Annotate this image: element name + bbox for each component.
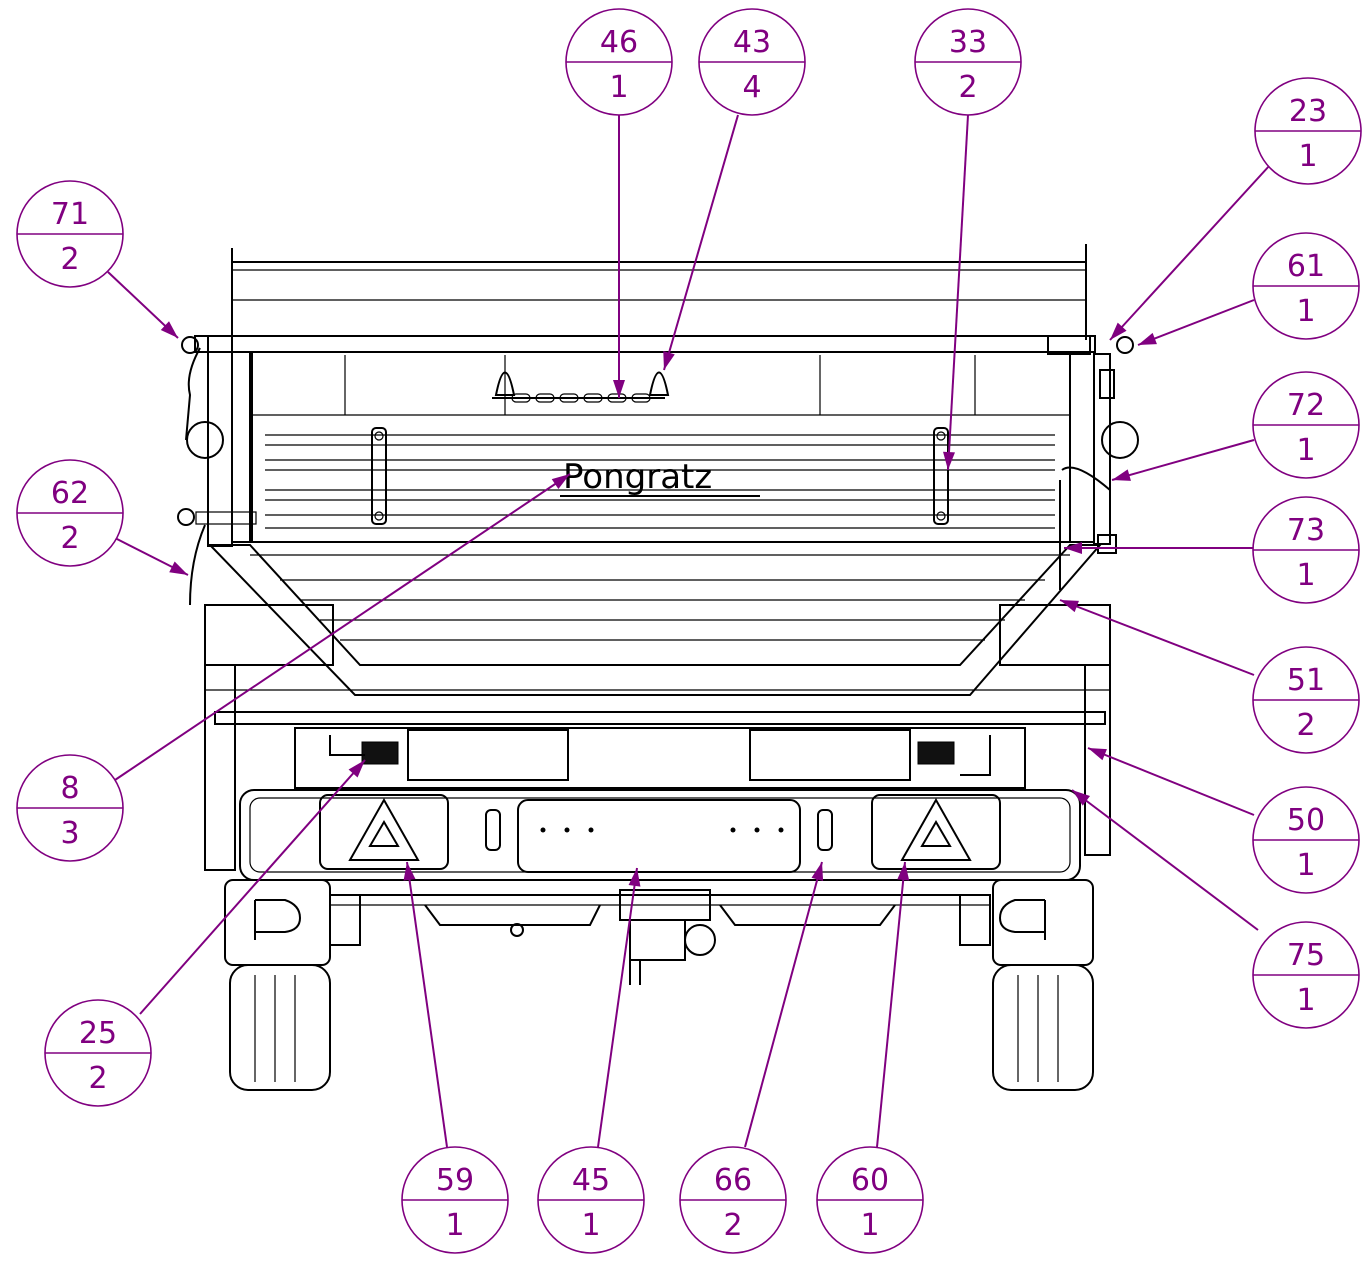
balloon-item-25: 252 — [44, 999, 152, 1107]
leader-arrowhead-33 — [943, 451, 956, 470]
leader-arrowhead-8 — [551, 474, 570, 490]
balloon-quantity: 2 — [60, 521, 79, 556]
balloon-item-8: 83 — [16, 754, 124, 862]
balloon-item-72: 721 — [1252, 371, 1360, 479]
balloon-item-number: 8 — [60, 771, 79, 806]
leader-line-43 — [663, 114, 739, 371]
leader-arrowhead-61 — [1138, 332, 1157, 345]
balloon-item-number: 66 — [714, 1163, 752, 1198]
balloon-item-number: 61 — [1287, 249, 1325, 284]
balloon-item-number: 73 — [1287, 513, 1325, 548]
leader-arrowhead-59 — [403, 862, 416, 881]
leader-arrowhead-75 — [1072, 790, 1090, 806]
balloon-item-33: 332 — [914, 8, 1022, 116]
brand-logo-text: Pongratz — [563, 457, 712, 497]
balloon-item-number: 50 — [1287, 803, 1325, 838]
balloon-quantity: 1 — [1296, 558, 1315, 593]
balloon-quantity: 1 — [1296, 433, 1315, 468]
balloon-quantity: 2 — [60, 242, 79, 277]
leader-line-72 — [1111, 439, 1255, 481]
balloon-item-number: 51 — [1287, 663, 1325, 698]
leader-arrowhead-25 — [348, 760, 365, 778]
leader-line-75 — [1071, 789, 1259, 931]
leader-line-8 — [114, 473, 571, 781]
leader-line-66 — [744, 861, 823, 1148]
balloon-quantity: 2 — [958, 70, 977, 105]
leader-arrowhead-50 — [1088, 748, 1107, 761]
balloon-quantity: 1 — [445, 1208, 464, 1243]
balloon-quantity: 2 — [1296, 708, 1315, 743]
balloon-item-46: 461 — [565, 8, 673, 116]
balloon-quantity: 1 — [1296, 983, 1315, 1018]
leader-line-59 — [406, 861, 448, 1148]
leader-line-45 — [597, 867, 638, 1148]
balloon-quantity: 1 — [1296, 848, 1315, 883]
balloon-item-number: 72 — [1287, 388, 1325, 423]
leader-line-33 — [947, 114, 969, 471]
balloon-item-number: 33 — [949, 25, 987, 60]
leader-line-23 — [1109, 164, 1271, 341]
balloon-quantity: 4 — [742, 70, 761, 105]
balloon-item-73: 731 — [1252, 496, 1360, 604]
balloon-item-66: 662 — [679, 1146, 787, 1254]
leader-arrowhead-71 — [160, 321, 178, 338]
balloon-item-number: 60 — [851, 1163, 889, 1198]
balloon-quantity: 1 — [1298, 139, 1317, 174]
balloon-item-number: 43 — [733, 25, 771, 60]
balloon-item-number: 25 — [79, 1016, 117, 1051]
leader-arrowhead-72 — [1112, 469, 1131, 481]
balloon-item-number: 23 — [1289, 94, 1327, 129]
balloon-item-number: 71 — [51, 197, 89, 232]
leader-arrowhead-43 — [663, 351, 675, 370]
balloon-item-75: 751 — [1252, 921, 1360, 1029]
balloon-item-71: 712 — [16, 180, 124, 288]
leader-line-60 — [876, 861, 906, 1148]
balloon-item-61: 611 — [1252, 232, 1360, 340]
leader-arrowhead-73 — [1064, 542, 1082, 554]
balloon-item-60: 601 — [816, 1146, 924, 1254]
balloon-item-number: 45 — [572, 1163, 610, 1198]
leader-arrowhead-60 — [897, 862, 910, 881]
leader-line-50 — [1087, 747, 1255, 816]
leader-arrowhead-66 — [811, 862, 824, 881]
balloon-item-number: 59 — [436, 1163, 474, 1198]
leader-line-51 — [1059, 599, 1255, 676]
balloon-item-45: 451 — [537, 1146, 645, 1254]
leader-arrowhead-23 — [1110, 322, 1127, 340]
balloon-item-number: 46 — [600, 25, 638, 60]
balloon-item-23: 231 — [1254, 77, 1362, 185]
leader-arrowhead-51 — [1060, 600, 1079, 613]
leader-arrowhead-62 — [169, 561, 188, 575]
leader-line-25 — [139, 759, 366, 1015]
balloon-quantity: 1 — [581, 1208, 600, 1243]
balloon-quantity: 2 — [88, 1061, 107, 1096]
balloon-item-62: 622 — [16, 459, 124, 567]
balloon-item-59: 591 — [401, 1146, 509, 1254]
balloon-quantity: 2 — [723, 1208, 742, 1243]
balloon-quantity: 1 — [1296, 294, 1315, 329]
leader-arrowhead-45 — [628, 868, 641, 887]
trailer-outline — [177, 244, 1139, 1091]
balloon-item-51: 512 — [1252, 646, 1360, 754]
balloon-quantity: 3 — [60, 816, 79, 851]
leader-lines — [107, 114, 1271, 1148]
leader-arrowhead-46 — [613, 380, 625, 398]
balloon-quantity: 1 — [609, 70, 628, 105]
balloon-quantity: 1 — [860, 1208, 879, 1243]
balloon-item-number: 62 — [51, 476, 89, 511]
leader-line-61 — [1137, 299, 1255, 346]
balloon-item-50: 501 — [1252, 786, 1360, 894]
balloon-item-43: 434 — [698, 8, 806, 116]
balloon-item-number: 75 — [1287, 938, 1325, 973]
